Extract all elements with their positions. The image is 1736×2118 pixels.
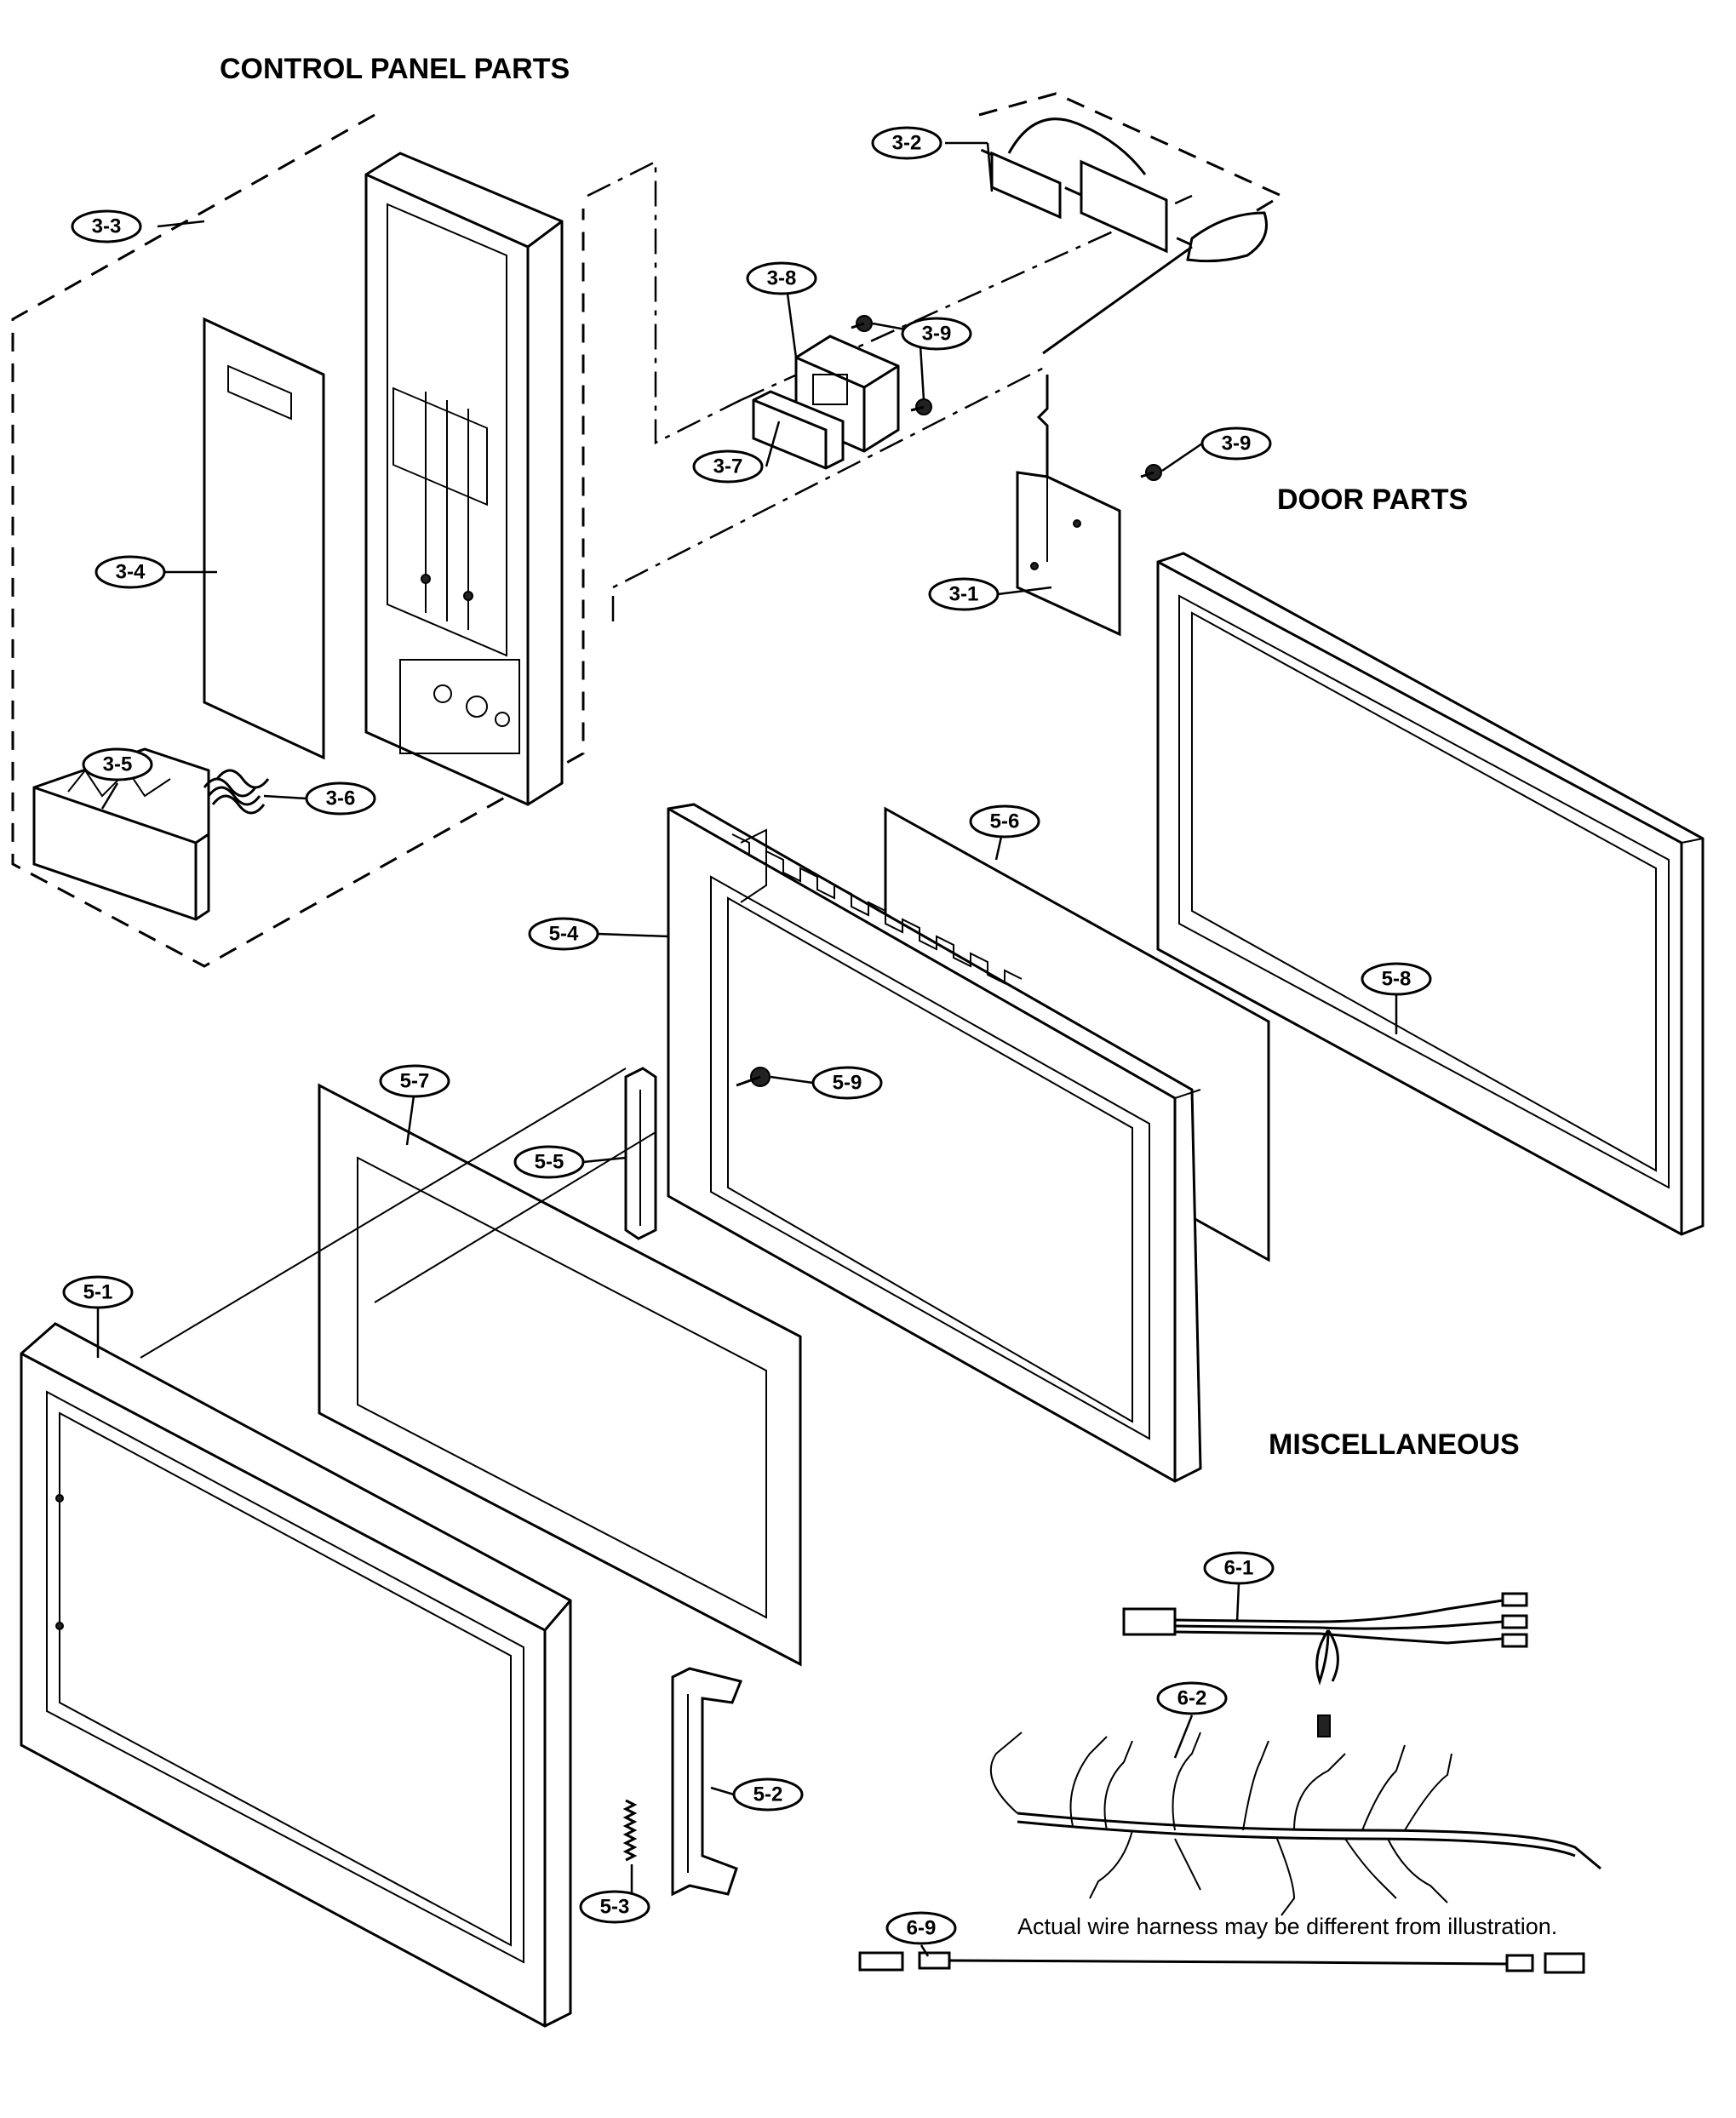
control-panel-enclosure	[11, 113, 585, 968]
svg-text:5-4: 5-4	[549, 923, 579, 946]
callout-6-2: 6-2	[1156, 1681, 1228, 1715]
harness-note: Actual wire harness may be different fro…	[1017, 1914, 1557, 1939]
callout-3-9-lower: 3-9	[1200, 426, 1272, 461]
svg-text:3-1: 3-1	[949, 583, 979, 606]
callout-5-5: 5-5	[513, 1145, 585, 1179]
harness-6-1	[1122, 1592, 1528, 1737]
choke-cover	[1156, 552, 1704, 1236]
assembly-line-board	[611, 364, 1048, 621]
svg-text:5-7: 5-7	[400, 1070, 430, 1093]
callout-3-1: 3-1	[928, 577, 1000, 611]
callout-3-9-upper: 3-9	[901, 317, 972, 351]
callout-5-9: 5-9	[811, 1066, 883, 1100]
callout-3-7: 3-7	[692, 449, 764, 484]
relay-board	[978, 92, 1285, 355]
door-frame	[667, 803, 1202, 1483]
svg-text:5-3: 5-3	[600, 1896, 630, 1919]
door-parts-group	[20, 552, 1704, 2028]
svg-text:3-5: 3-5	[103, 753, 133, 776]
svg-text:3-3: 3-3	[92, 215, 122, 238]
svg-text:5-5: 5-5	[535, 1151, 564, 1174]
misc-heading: MISCELLANEOUS	[1269, 1428, 1520, 1461]
door-outer-panel	[20, 1322, 572, 2028]
callout-5-1: 5-1	[62, 1275, 134, 1309]
callout-3-5: 3-5	[82, 747, 153, 781]
svg-text:3-6: 3-6	[326, 787, 356, 810]
svg-text:3-4: 3-4	[116, 561, 146, 584]
assembly-line-control	[587, 159, 742, 445]
svg-text:5-9: 5-9	[833, 1072, 862, 1095]
harness-6-2	[989, 1732, 1601, 1916]
lower-bracket	[752, 390, 845, 470]
frame-screw	[736, 1067, 771, 1087]
callout-6-9: 6-9	[885, 1911, 957, 1945]
callout-3-3: 3-3	[71, 209, 142, 243]
svg-text:6-2: 6-2	[1177, 1687, 1207, 1710]
svg-text:3-8: 3-8	[767, 267, 797, 290]
door-open-button	[32, 747, 210, 921]
assembly-line-latch	[374, 1131, 656, 1303]
control-board	[1016, 471, 1121, 637]
svg-text:5-6: 5-6	[990, 810, 1020, 833]
control-panel-overlay	[203, 317, 325, 760]
flex-cable	[1036, 375, 1049, 477]
svg-text:6-1: 6-1	[1224, 1557, 1254, 1580]
control-panel-heading: CONTROL PANEL PARTS	[220, 53, 570, 85]
svg-text:5-1: 5-1	[83, 1281, 113, 1304]
svg-text:5-8: 5-8	[1382, 968, 1412, 991]
callout-3-8: 3-8	[746, 261, 817, 295]
svg-text:3-9: 3-9	[922, 323, 952, 346]
callout-3-6: 3-6	[305, 781, 376, 816]
callout-5-3: 5-3	[579, 1890, 650, 1924]
assembly-line-door	[140, 1068, 627, 1359]
callout-5-8: 5-8	[1361, 962, 1432, 996]
svg-text:3-2: 3-2	[892, 132, 922, 155]
control-panel-group	[11, 92, 1285, 968]
svg-text:3-9: 3-9	[1222, 432, 1252, 455]
misc-group	[858, 1592, 1601, 1974]
callout-5-6: 5-6	[969, 804, 1040, 839]
callout-3-4: 3-4	[95, 555, 166, 589]
callout-5-4: 5-4	[528, 917, 599, 951]
button-spring	[203, 769, 270, 815]
svg-text:6-9: 6-9	[907, 1917, 937, 1940]
svg-text:5-2: 5-2	[753, 1783, 783, 1806]
wire-6-9	[858, 1951, 1585, 1974]
svg-text:3-7: 3-7	[713, 455, 743, 478]
door-screen	[318, 1083, 802, 1667]
callout-3-2: 3-2	[871, 126, 942, 160]
callout-5-2: 5-2	[732, 1777, 804, 1812]
callout-5-7: 5-7	[379, 1064, 450, 1098]
latch-spring	[622, 1799, 638, 1862]
latch-hook	[624, 1067, 657, 1240]
bracket-screws	[851, 315, 1162, 481]
control-panel-housing	[364, 152, 564, 806]
callout-6-1: 6-1	[1203, 1551, 1275, 1585]
door-parts-heading: DOOR PARTS	[1277, 484, 1468, 516]
door-latch	[671, 1667, 743, 1897]
